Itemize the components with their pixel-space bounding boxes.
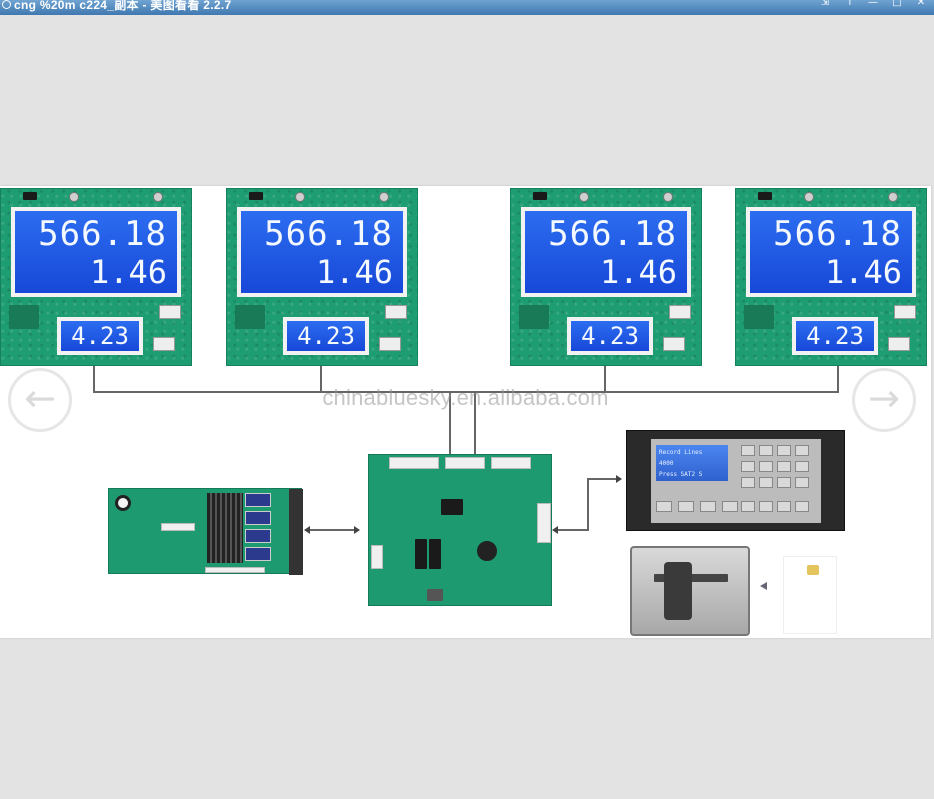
title-bar: cng %20m c224_副本 - 美图看看 2.2.7 ⇲ ↑ — □ ✕: [0, 0, 934, 15]
pin-top-button[interactable]: ↑: [845, 0, 855, 8]
lcd-amount: 566.18: [773, 214, 902, 254]
lcd-amount: 566.18: [264, 214, 393, 254]
bus-wire: [93, 391, 839, 393]
unit-price-lcd: 4.23: [567, 317, 653, 355]
lcd-volume: 1.46: [315, 253, 393, 291]
wire-drop: [837, 366, 839, 392]
price-lcd: 566.18 1.46: [746, 207, 916, 297]
card-reader: [630, 546, 750, 636]
ic-card: [783, 556, 837, 634]
unit-price-lcd: 4.23: [283, 317, 369, 355]
lcd-volume: 1.46: [89, 253, 167, 291]
insert-arrow: [760, 582, 767, 590]
lcd-amount: 566.18: [38, 214, 167, 254]
maximize-button[interactable]: □: [892, 0, 902, 8]
keypad-lcd: Record Lines 4000 Press SAT2 S: [656, 445, 728, 481]
wire-drop: [604, 366, 606, 392]
display-board: 566.18 1.46 4.23: [510, 188, 702, 366]
previous-image-button[interactable]: ←: [8, 368, 72, 432]
display-board: 566.18 1.46 4.23: [0, 188, 192, 366]
app-icon: [2, 0, 11, 9]
wire-to-controller: [449, 392, 451, 454]
wire-controller-keypad: [587, 478, 589, 531]
unit-price-lcd: 4.23: [57, 317, 143, 355]
image-canvas: 566.18 1.46 4.23 566.18 1.46 4.23 566.18…: [0, 186, 931, 638]
wire-relay-controller: [306, 529, 356, 531]
close-button[interactable]: ✕: [916, 0, 926, 8]
price-lcd: 566.18 1.46: [521, 207, 691, 297]
display-board: 566.18 1.46 4.23: [735, 188, 927, 366]
card-chip: [807, 565, 819, 575]
next-image-button[interactable]: →: [852, 368, 916, 432]
lcd-amount: 566.18: [548, 214, 677, 254]
lcd-volume: 1.46: [824, 253, 902, 291]
relay-board: [108, 488, 303, 575]
display-board: 566.18 1.46 4.23: [226, 188, 418, 366]
wire-drop: [320, 366, 322, 392]
lcd-volume: 1.46: [599, 253, 677, 291]
window-title: cng %20m c224_副本 - 美图看看 2.2.7: [14, 0, 232, 12]
wire-drop: [93, 366, 95, 392]
fit-window-button[interactable]: ⇲: [820, 0, 830, 8]
minimize-button[interactable]: —: [868, 0, 878, 8]
controller-board: [368, 454, 552, 606]
wire-to-controller: [474, 392, 476, 454]
price-lcd: 566.18 1.46: [237, 207, 407, 297]
price-lcd: 566.18 1.46: [11, 207, 181, 297]
watermark: chinabluesky.en.alibaba.com: [322, 385, 609, 410]
wire-controller-keypad: [587, 478, 617, 480]
keypad-terminal: Record Lines 4000 Press SAT2 S: [626, 430, 845, 531]
unit-price-lcd: 4.23: [792, 317, 878, 355]
wire-controller-keypad: [558, 529, 588, 531]
